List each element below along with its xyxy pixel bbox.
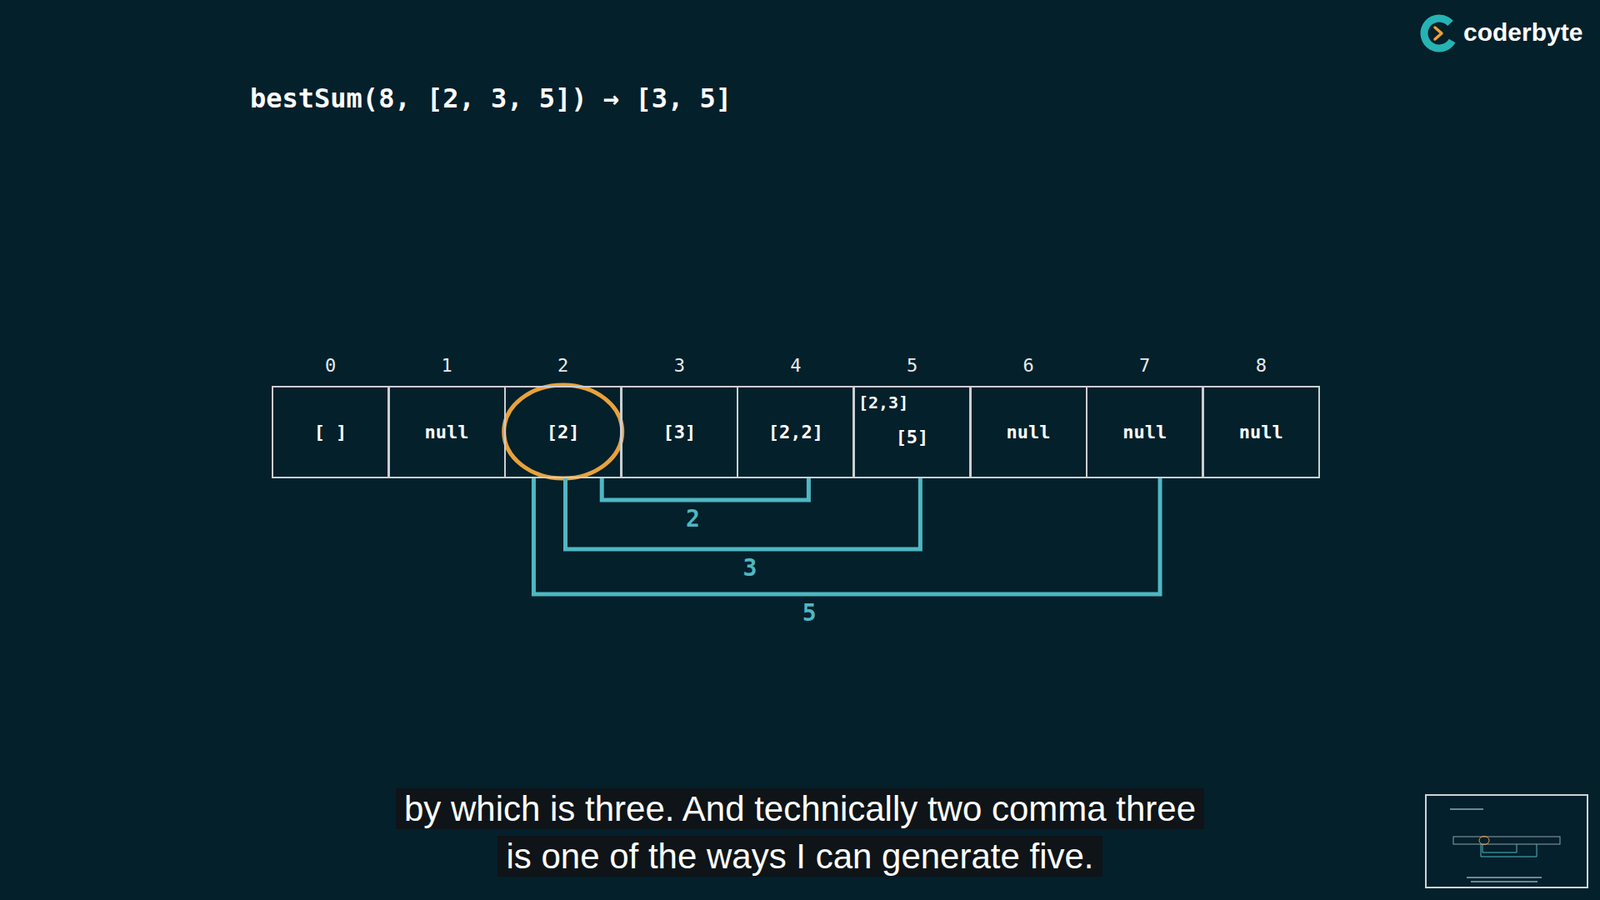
index-number: 8 <box>1204 354 1319 378</box>
cell-value: [ ] <box>314 420 348 445</box>
array-cell: 6null <box>970 385 1088 479</box>
cell-value: [3] <box>662 420 696 445</box>
logo-icon <box>1418 12 1460 54</box>
subtitle-caption: by which is three. And technically two c… <box>383 785 1217 880</box>
array-cell: 1null <box>388 385 506 479</box>
cell-value: null <box>1239 420 1284 445</box>
bracket-connector <box>565 478 921 550</box>
array-cell: 8null <box>1202 385 1320 479</box>
index-number: 7 <box>1087 354 1202 378</box>
index-number: 1 <box>390 354 505 378</box>
edge-label: 3 <box>743 555 758 582</box>
array-cell: 4[2,2] <box>736 385 855 479</box>
index-number: 2 <box>505 354 620 378</box>
highlight-ellipse <box>504 385 623 479</box>
cell-value: null <box>425 420 470 445</box>
index-number: 6 <box>971 354 1086 378</box>
cell-value: [2,2] <box>768 420 824 445</box>
array-cell: 2[2] <box>504 385 622 479</box>
subtitle-text: by which is three. And technically two c… <box>395 788 1205 877</box>
cell-value: null <box>1006 420 1051 445</box>
alternate-value: [2,3] <box>858 392 909 413</box>
array-cell: 0[ ] <box>271 385 390 479</box>
index-number: 5 <box>855 354 970 378</box>
edge-label: 5 <box>802 600 817 627</box>
video-thumbnail <box>1425 795 1588 888</box>
index-number: 3 <box>622 354 737 378</box>
bracket-connector <box>533 478 1160 595</box>
array-cell: 5[2,3][5] <box>853 385 971 479</box>
edge-label: 2 <box>685 505 700 533</box>
index-number: 4 <box>738 354 853 378</box>
cell-value: [2] <box>546 420 580 445</box>
array-cell: 3[3] <box>620 385 739 479</box>
cell-value: null <box>1122 420 1167 445</box>
array-cell: 7null <box>1085 385 1204 479</box>
bracket-connector <box>601 478 809 500</box>
cell-value: [5] <box>895 425 930 450</box>
diagram-title: bestSum(8, [2, 3, 5]) → [3, 5] <box>250 80 732 117</box>
index-number: 0 <box>273 354 388 378</box>
brand-logo-text: coderbyte <box>1463 17 1583 48</box>
